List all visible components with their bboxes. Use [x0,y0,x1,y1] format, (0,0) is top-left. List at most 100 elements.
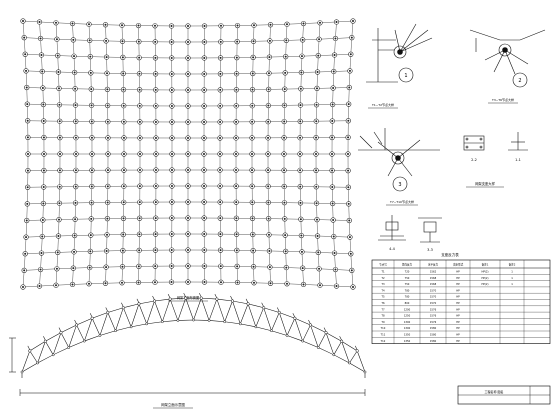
elevation-top-node [137,302,141,306]
plan-grid-node-center [331,119,334,122]
elevation-web-member [325,332,335,355]
plan-grid-node-center [90,88,93,91]
section-4-4 [378,215,406,241]
plan-grid-node-center [105,249,108,252]
table-header-cell: 备注1 [482,263,489,267]
plan-grid-node-center [219,40,222,43]
table-cell: HP [456,282,460,286]
elevation-web-member [115,307,124,331]
elevation-top-node [324,331,328,335]
plan-grid-node-center [251,72,254,75]
plan-grid-node-center [318,38,321,41]
elevation-web-member [21,350,31,373]
plan-grid-node-center [347,119,350,122]
elevation-node-mark [74,319,77,325]
plan-grid-node-center [203,88,206,91]
elevation-web-member [146,300,155,324]
table-cell: HP [456,339,460,343]
table-cell: 1576 [430,307,437,311]
plan-grid-node-center [203,120,206,123]
plan-grid-node-center [252,56,255,59]
plan-grid-node-center [318,267,321,270]
elevation-web-member [138,303,147,324]
table-header-cell: 水平反力 [428,263,439,267]
section-label-4-4: 4-4 [389,247,395,251]
table-cell: T9 [381,320,385,324]
elevation-top-node [90,316,94,320]
plan-grid-node-center [73,55,76,58]
plan-grid-node-center [299,136,302,139]
plan-grid-node-center [89,71,92,74]
elevation-web-member [247,303,257,327]
plan-grid-node-center [90,185,93,188]
plan-grid-node-center [334,268,337,271]
elevation-web-member [29,350,38,364]
plan-grid-node-center [315,120,318,123]
plan-grid-node-center [137,281,140,284]
plan-grid-node-center [268,56,271,59]
plan-grid-node-center [314,153,317,156]
elevation-top-node [28,349,32,353]
plan-grid-node-center [171,153,174,156]
plan-grid-node-center [219,136,222,139]
plan-grid-node-center [283,88,286,91]
plan-grid-node-center [268,39,271,42]
plan-grid-node-center [331,169,334,172]
plan-grid-node-center [42,169,45,172]
plan-grid-node-center [315,218,318,221]
plan-grid-node-center [333,53,336,56]
elevation-web-member [294,318,303,342]
elevation-bottom-node [114,329,117,333]
plan-grid-node-center [154,104,157,107]
plan-grid-node-center [21,19,24,22]
plan-grid-node-center [203,217,206,220]
table-cell: T6 [381,301,385,305]
elevation-top-node [293,316,297,320]
plan-grid-node-center [346,153,349,156]
plan-grid-node-center [330,153,333,156]
plan-grid-node-center [89,234,92,237]
plan-grid-node-center [74,87,77,90]
plan-grid-node-center [89,250,92,253]
plan-grid-node-center [106,120,109,123]
plan-grid-node-center [252,265,255,268]
plan-grid-node-center [347,103,350,106]
plan-grid-node-center [91,153,94,156]
elevation-node-mark [214,293,218,299]
elevation-web-member [208,298,218,321]
plan-grid-node-center [138,201,141,204]
plan-grid-node-center [170,201,173,204]
table-frame [371,259,551,344]
elevation-web-member [216,298,225,322]
plan-grid-node-center [334,37,337,40]
elevation-node-mark [277,307,280,312]
elevation-web-member [123,307,132,327]
table-cell: HP [456,320,460,324]
elevation-web-member [177,298,186,321]
plan-grid-node-center [268,249,271,252]
plan-grid-node-center [107,153,110,156]
plan-grid-node-center [235,217,238,220]
table-cell: 1570 [430,288,437,292]
table-cell: T5 [381,295,385,299]
plan-grid-node-center [73,234,76,237]
elevation-bottom-node [98,334,102,337]
plan-grid-node-center [138,56,141,59]
detail-caption-3: T7~T10节点大样 [389,199,414,204]
table-cell: HP(2) [482,282,489,286]
plan-grid-node-center [267,233,270,236]
plan-grid-node-center [302,283,305,286]
table-cell: 1350 [404,333,411,337]
elevation-web-member [341,341,350,364]
plan-grid-node-center [122,88,125,91]
elevation-web-member [201,298,210,321]
elevation-bottom-node [83,339,86,343]
plan-grid-node-center [187,233,190,236]
elevation-node-mark [199,292,202,298]
elevation-web-member [60,332,70,348]
plan-grid-node-center [88,39,91,42]
table-cell: 780 [405,295,410,299]
elevation-node-mark [183,292,186,298]
plan-grid-node-center [350,36,353,39]
